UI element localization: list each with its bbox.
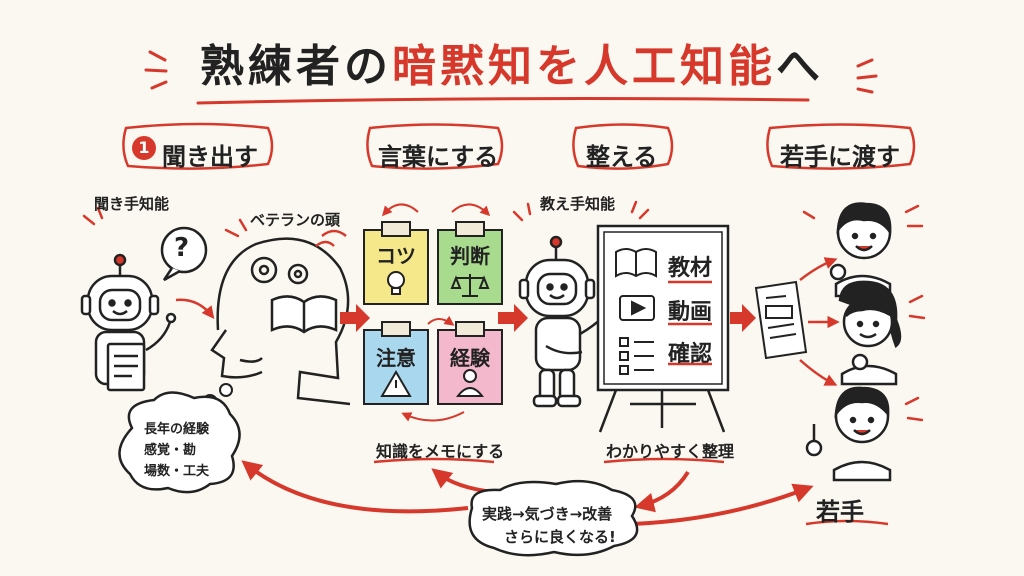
step3-label: 整える — [586, 143, 658, 171]
step1-number-badge — [132, 136, 156, 160]
question-mark: ? — [174, 233, 190, 263]
cycle-line-1: 実践→気づき→改善 — [482, 505, 613, 523]
young-person-3 — [805, 386, 892, 482]
note-chui-label: 注意 — [376, 346, 416, 370]
step1-label: 聞き出す — [162, 143, 258, 171]
question-bubble — [160, 226, 208, 282]
veteran-head — [210, 229, 351, 406]
listener-robot — [80, 253, 177, 392]
stage-arrows — [340, 304, 756, 332]
teacher-robot-caption: 教え手知能 — [540, 195, 616, 213]
step2-bubble — [366, 123, 504, 170]
young-workers-caption: 若手 — [816, 498, 864, 526]
step1-number: 1 — [138, 138, 150, 157]
arrow-robot-to-veteran — [175, 298, 215, 319]
cycle-cloud — [468, 479, 639, 557]
person-icon — [463, 369, 477, 383]
handout-document — [754, 280, 808, 360]
cycle-arrow-left — [241, 460, 469, 514]
cycle-arrow-from-board — [634, 470, 690, 513]
cycle-arrow-right — [631, 483, 814, 526]
board-item-check: 確認 — [668, 342, 713, 367]
thought-line-2: 感覚・勘 — [144, 443, 197, 458]
note-keiken-label: 経験 — [450, 346, 490, 370]
step4-label: 若手に渡す — [780, 143, 900, 171]
cycle-arrow-up — [431, 468, 495, 494]
step2-caption: 知識をメモにする — [376, 442, 505, 461]
step4-bubble — [766, 123, 916, 170]
thought-line-3: 場数・工夫 — [144, 464, 210, 479]
thought-cloud — [118, 391, 241, 494]
step1-bubble — [122, 122, 274, 170]
scale-icon — [450, 275, 490, 289]
lightbulb-icon — [387, 271, 405, 289]
veteran-caption: ベテランの頭 — [250, 211, 341, 229]
step3-caption: わかりやすく整理 — [606, 442, 735, 461]
step3-bubble — [572, 123, 674, 170]
stage-label-bubbles — [122, 122, 916, 170]
teacher-robot — [518, 235, 612, 408]
page-title: 熟練者の暗黙知を人工知能へ — [200, 41, 824, 92]
note-kotsu-label: コツ — [376, 244, 416, 268]
step2-label: 言葉にする — [378, 143, 499, 171]
thought-line-1: 長年の経験 — [144, 422, 210, 437]
checklist-icon — [619, 337, 654, 375]
young-person-2 — [838, 280, 902, 386]
listener-robot-caption: 聞き手知能 — [94, 195, 170, 213]
board-item-materials: 教材 — [668, 256, 713, 281]
cycle-line-2: さらに良くなる! — [504, 528, 616, 546]
title-decoration — [144, 50, 878, 105]
note-handan-label: 判断 — [450, 244, 490, 268]
board-item-video: 動画 — [668, 300, 713, 325]
